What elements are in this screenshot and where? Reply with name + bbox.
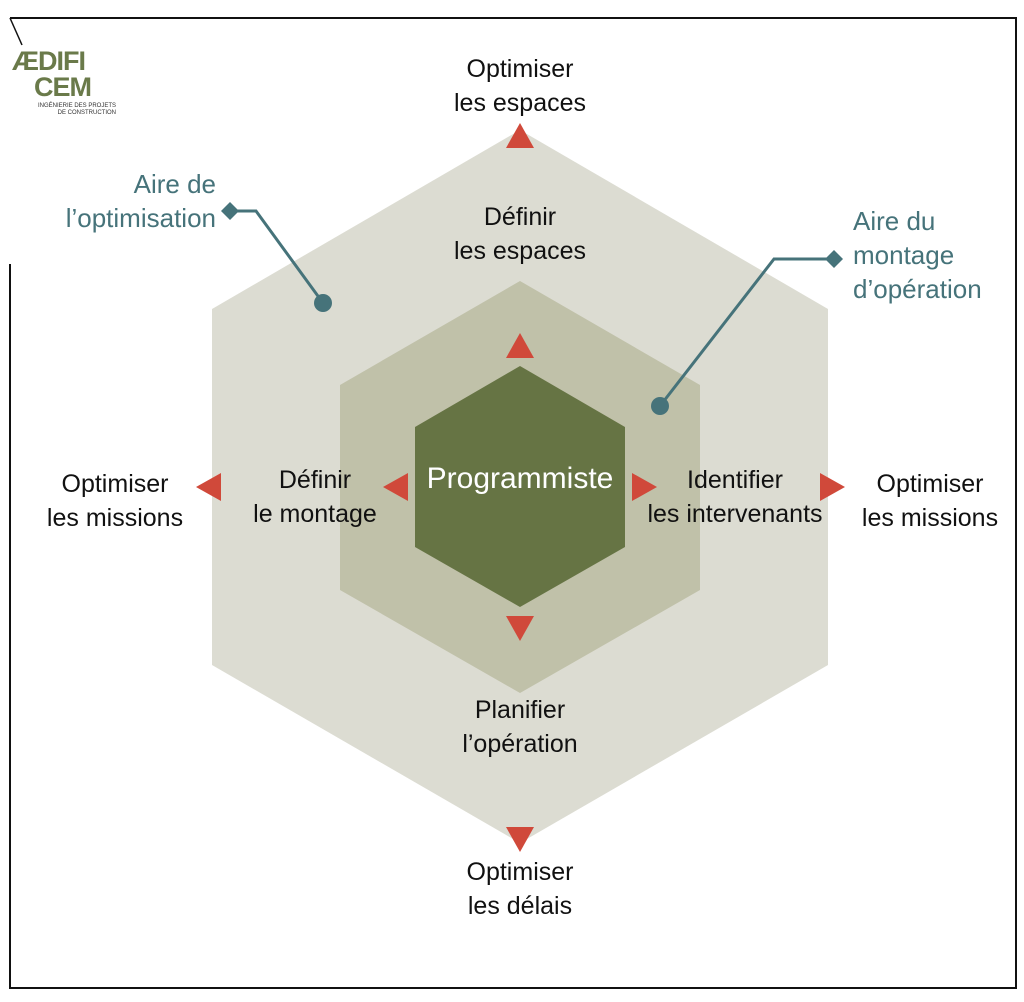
label-line: les missions <box>861 504 999 532</box>
label-outer-top: Optimiser les espaces <box>400 52 640 120</box>
label-line: Planifier <box>474 696 566 724</box>
frame-border <box>9 17 1017 989</box>
label-line: les espaces <box>453 89 587 117</box>
callout-line: l’optimisation <box>65 203 216 233</box>
callout-line: Aire de <box>133 169 216 199</box>
inner-hexagon <box>415 366 625 607</box>
logo-tagline-1: INGÉNIERIE DES PROJETS <box>38 103 117 109</box>
arrow-outer-bottom <box>506 827 534 852</box>
callout-montage-leader <box>658 257 834 407</box>
callout-optimisation-diamond <box>221 202 239 220</box>
callout-line: Aire du <box>853 206 936 236</box>
label-inner-top: Définir les espaces <box>400 200 640 268</box>
label-line: Définir <box>483 203 557 231</box>
label-line: les délais <box>467 892 573 920</box>
label-line: les missions <box>46 504 184 532</box>
callout-montage: Aire du montage d’opération <box>853 204 1021 306</box>
arrow-inner-right <box>632 473 657 501</box>
label-line: le montage <box>253 500 377 528</box>
label-line: Définir <box>278 466 352 494</box>
label-line: l’opération <box>462 730 578 758</box>
arrow-outer-top <box>506 123 534 148</box>
frame-corner-tick <box>9 17 23 46</box>
callout-optimisation: Aire de l’optimisation <box>20 167 216 235</box>
center-label: Programmiste <box>426 462 614 495</box>
logo-line-2: CEM <box>34 72 92 102</box>
arrow-outer-left <box>196 473 221 501</box>
label-inner-right: Identifier les intervenants <box>632 463 838 531</box>
arrow-inner-bottom <box>506 616 534 641</box>
callout-montage-diamond <box>825 250 843 268</box>
arrow-inner-left <box>383 473 408 501</box>
label-line: les espaces <box>453 237 587 265</box>
arrow-outer-right <box>820 473 845 501</box>
label-line: Optimiser <box>61 470 169 498</box>
callout-line: d’opération <box>853 274 982 304</box>
label-outer-bottom: Optimiser les délais <box>400 855 640 923</box>
label-line: Identifier <box>687 466 783 494</box>
label-line: Optimiser <box>466 858 574 886</box>
label-inner-bottom: Planifier l’opération <box>400 693 640 761</box>
arrow-middle-top <box>506 333 534 358</box>
logo-tagline-2: DE CONSTRUCTION <box>57 110 117 116</box>
label-line: Optimiser <box>466 55 574 83</box>
label-line: les intervenants <box>647 500 823 528</box>
label-outer-right: Optimiser les missions <box>838 467 1022 535</box>
label-inner-left: Définir le montage <box>232 463 398 531</box>
aedificem-logo: ÆDIFI CEM INGÉNIERIE DES PROJETS DE CONS… <box>12 46 116 118</box>
callout-optimisation-dot <box>314 294 332 312</box>
label-line: Optimiser <box>876 470 984 498</box>
logo-tagline: INGÉNIERIE DES PROJETS DE CONSTRUCTION <box>38 103 116 117</box>
logo-wordmark: ÆDIFI CEM <box>12 46 92 102</box>
callout-montage-dot <box>651 397 669 415</box>
logo-line-1: ÆDIFI <box>12 46 86 76</box>
callout-line: montage <box>853 240 955 270</box>
label-outer-left: Optimiser les missions <box>20 467 210 535</box>
